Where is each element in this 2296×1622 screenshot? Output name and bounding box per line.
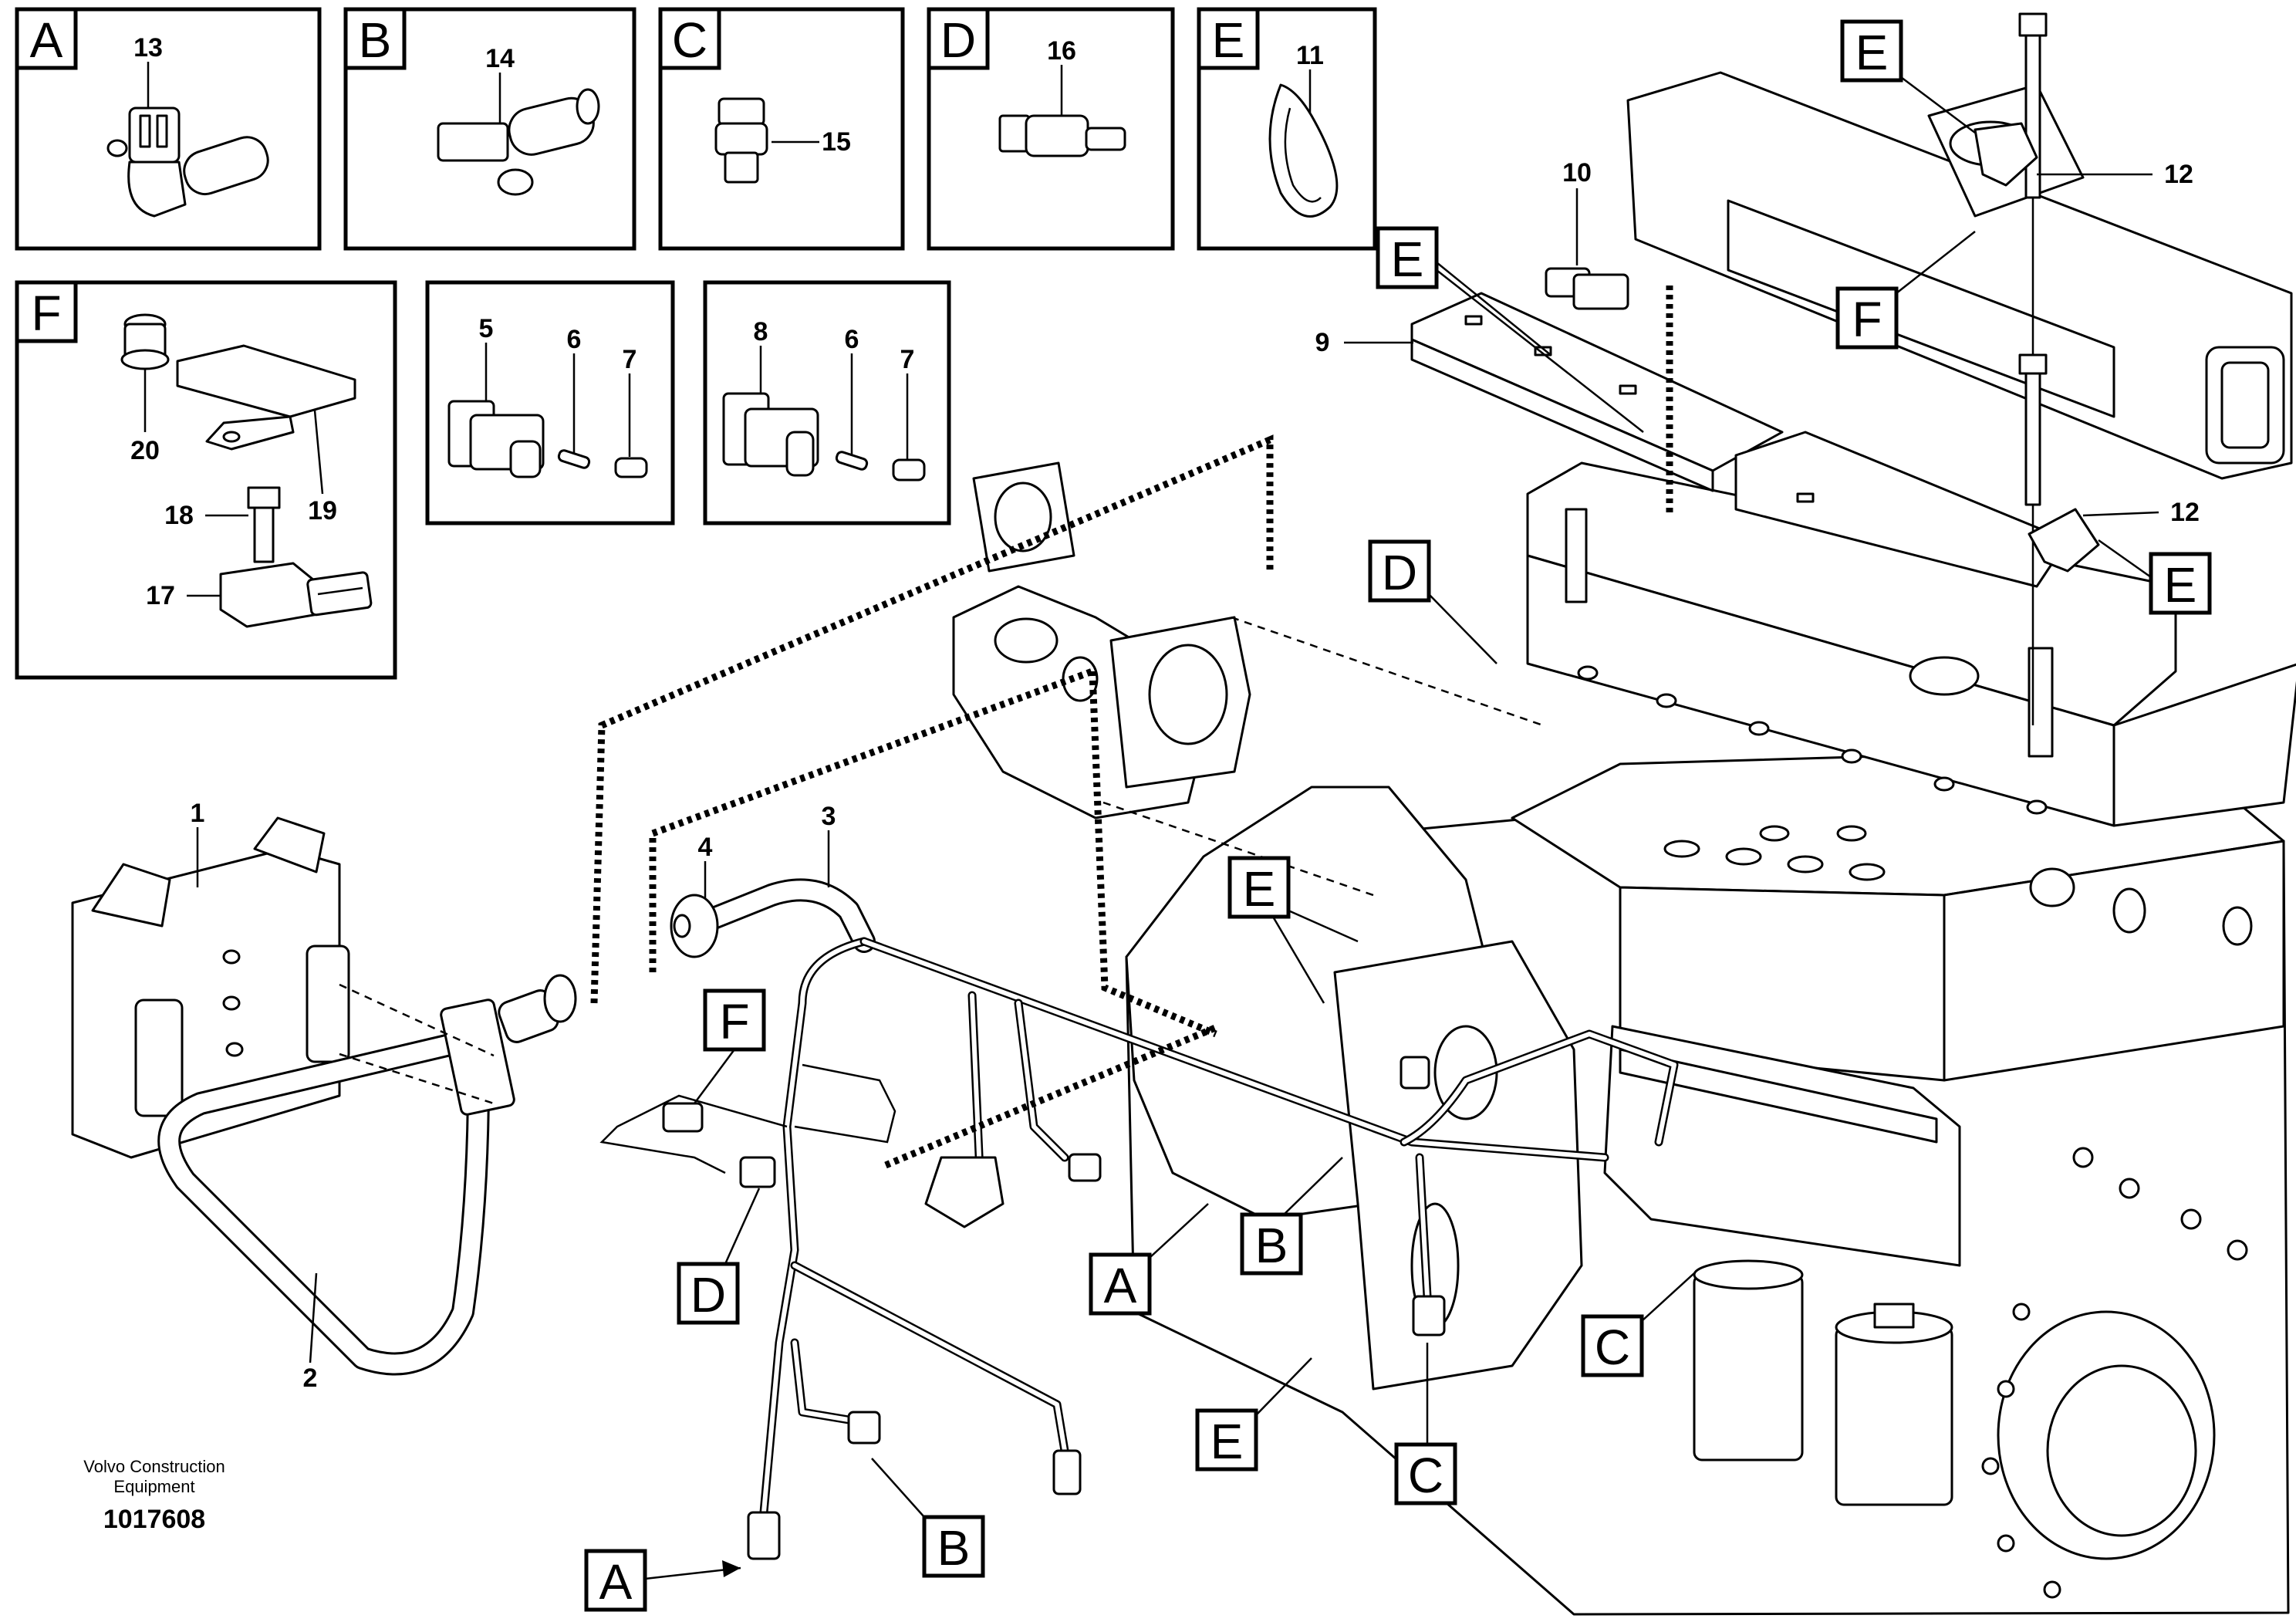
callout-C: C [1595,1320,1630,1375]
turbo-housing [952,461,1251,819]
heat-shield [1410,292,2069,588]
part-number-7: 7 [900,345,915,374]
part-number-15: 15 [822,127,851,157]
part-number-7: 7 [623,345,637,374]
part-number-6: 6 [845,325,859,354]
reference-lines [339,286,1673,1169]
callout-C: C [1408,1448,1443,1503]
detail-box-B: B 14 [343,7,636,251]
callout-A: A [599,1554,633,1610]
detail-box-C: C 15 [658,7,905,251]
part-number-12: 12 [2170,498,2200,527]
terminal-pin-icon [557,449,591,469]
cable-tie-icon [1268,83,1339,218]
callout-A: A [1104,1258,1137,1313]
engine-block [1125,755,2290,1616]
detail-box-letter: B [359,12,392,68]
callout-E: E [2164,557,2197,613]
callout-E: E [1391,231,1424,287]
part-number-5: 5 [479,314,494,343]
pressure-sensor-icon [714,97,768,184]
detail-box-D: D 16 [927,7,1175,251]
callout-F: F [1852,292,1882,347]
callout-E: E [1855,25,1889,80]
part-number-12: 12 [2164,160,2193,189]
part-number-16: 16 [1047,36,1076,66]
grommet-icon [120,313,170,370]
hose [157,974,577,1376]
part-number-13: 13 [133,33,163,63]
connector-housing-icon [722,392,819,477]
part-number-11: 11 [1296,41,1324,70]
boost-pressure-sensor-icon [219,562,373,628]
callout-E: E [1210,1414,1244,1469]
connector-icon [662,894,1446,1560]
bolt-icon [247,486,281,563]
terminal-pin-icon [835,451,869,471]
seal-plug-icon [892,458,926,482]
detail-box-letter: F [31,286,61,341]
part-number-17: 17 [146,581,175,610]
connector-10-icon [1545,267,1629,310]
part-number-3: 3 [822,802,836,831]
detail-box-letter: A [30,12,63,68]
crankshaft-sensor-icon [106,106,269,218]
part-number-8: 8 [754,317,768,346]
detail-box-connector-5: 5 6 7 [425,280,675,525]
part-number-2: 2 [303,1363,318,1393]
callout-D: D [1382,545,1417,600]
callout-B: B [1255,1218,1288,1273]
detail-box-F: F 20 19 18 17 [15,280,397,680]
part-number-19: 19 [308,496,337,525]
brand-line-2: Equipment [113,1477,195,1496]
bracket-icon [176,344,356,451]
callout-F: F [719,994,749,1049]
cylinder-head [1526,461,2296,827]
temperature-sensor-icon [998,114,1126,157]
camshaft-sensor-icon [437,88,600,196]
detail-box-letter: C [672,12,707,68]
part-number-20: 20 [130,436,160,465]
part-number-18: 18 [164,501,194,530]
part-number-14: 14 [485,44,515,73]
detail-box-A: A 13 [15,7,322,251]
part-number-9: 9 [1315,328,1330,357]
detail-box-E: E 11 [1197,7,1377,251]
connector-housing-icon [447,400,545,478]
brand-label: Volvo Construction Equipment [46,1457,262,1497]
part-number-6: 6 [567,325,582,354]
detail-box-letter: D [940,12,976,68]
callout-letters: E F E E D E F D A B [584,19,2212,1612]
detail-box-letter: E [1212,12,1245,68]
detail-box-connector-8: 8 6 7 [703,280,951,525]
part-number-4: 4 [698,833,713,862]
seal-plug-icon [614,457,648,478]
part-labels: 1 2 3 4 9 10 12 12 [191,158,2200,1393]
part-number-10: 10 [1562,158,1592,188]
part-number-1: 1 [191,799,205,828]
brand-line-1: Volvo Construction [83,1457,225,1476]
callout-B: B [937,1520,971,1576]
callout-D: D [690,1267,726,1323]
drawing-number: 1017608 [103,1505,206,1534]
callout-E: E [1243,861,1276,917]
wiring-harness [599,878,1679,1560]
manifold-bolts [1974,12,2100,725]
